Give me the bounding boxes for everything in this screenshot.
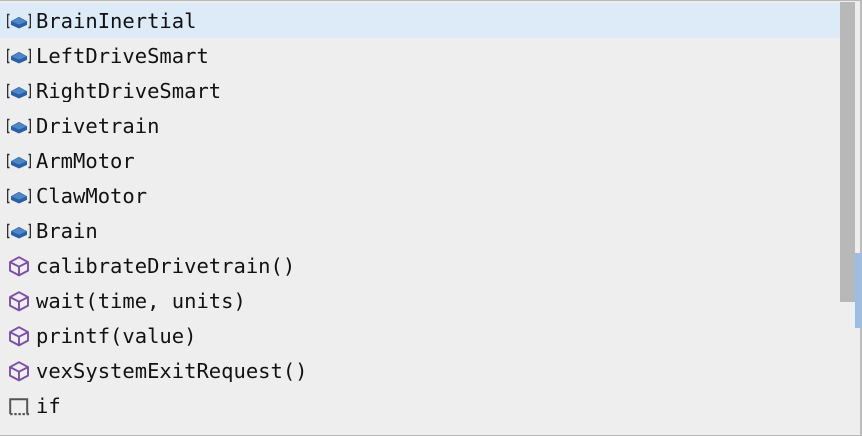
completion-item-label: Brain — [36, 219, 98, 242]
completion-item-calibratedrivetrain[interactable]: calibrateDrivetrain() — [0, 248, 840, 283]
completion-item-label: ClawMotor — [36, 184, 148, 207]
completion-item-label: Drivetrain — [36, 114, 160, 137]
completion-item-label: LeftDriveSmart — [36, 44, 209, 67]
completion-item-label: wait(time, units) — [36, 289, 246, 312]
completion-item-label: printf(value) — [36, 324, 197, 347]
completion-item-label: calibrateDrivetrain() — [36, 254, 296, 277]
completion-item-rightdrivesmart[interactable]: RightDriveSmart — [0, 73, 840, 108]
function-cube-icon — [7, 325, 31, 347]
object-box-icon — [7, 115, 31, 137]
function-cube-icon — [7, 290, 31, 312]
scroll-position-accent — [855, 253, 861, 328]
completion-item-label: vexSystemExitRequest() — [36, 359, 308, 382]
completion-item-armmotor[interactable]: ArmMotor — [0, 143, 840, 178]
function-cube-icon — [7, 255, 31, 277]
completion-item-label: ArmMotor — [36, 149, 135, 172]
object-box-icon — [7, 80, 31, 102]
completion-item-label: BrainInertial — [36, 9, 197, 32]
keyword-block-icon — [7, 395, 31, 417]
completion-item-if[interactable]: if — [0, 388, 840, 423]
object-box-icon — [7, 220, 31, 242]
completion-item-label: RightDriveSmart — [36, 79, 222, 102]
object-box-icon — [7, 45, 31, 67]
object-box-icon — [7, 185, 31, 207]
function-cube-icon — [7, 360, 31, 382]
completion-item-vexsystemexitrequest[interactable]: vexSystemExitRequest() — [0, 353, 840, 388]
popup-right-edge — [855, 1, 861, 435]
completion-item-brain[interactable]: Brain — [0, 213, 840, 248]
completion-item-braininertial[interactable]: BrainInertial — [0, 3, 840, 38]
completion-item-label: if — [36, 394, 61, 417]
completion-item-leftdrivesmart[interactable]: LeftDriveSmart — [0, 38, 840, 73]
completion-item-drivetrain[interactable]: Drivetrain — [0, 108, 840, 143]
completion-item-wait-time-units[interactable]: wait(time, units) — [0, 283, 840, 318]
object-box-icon — [7, 10, 31, 32]
object-box-icon — [7, 150, 31, 172]
completion-item-printf-value[interactable]: printf(value) — [0, 318, 840, 353]
scrollbar-thumb[interactable] — [840, 2, 855, 302]
completion-item-clawmotor[interactable]: ClawMotor — [0, 178, 840, 213]
